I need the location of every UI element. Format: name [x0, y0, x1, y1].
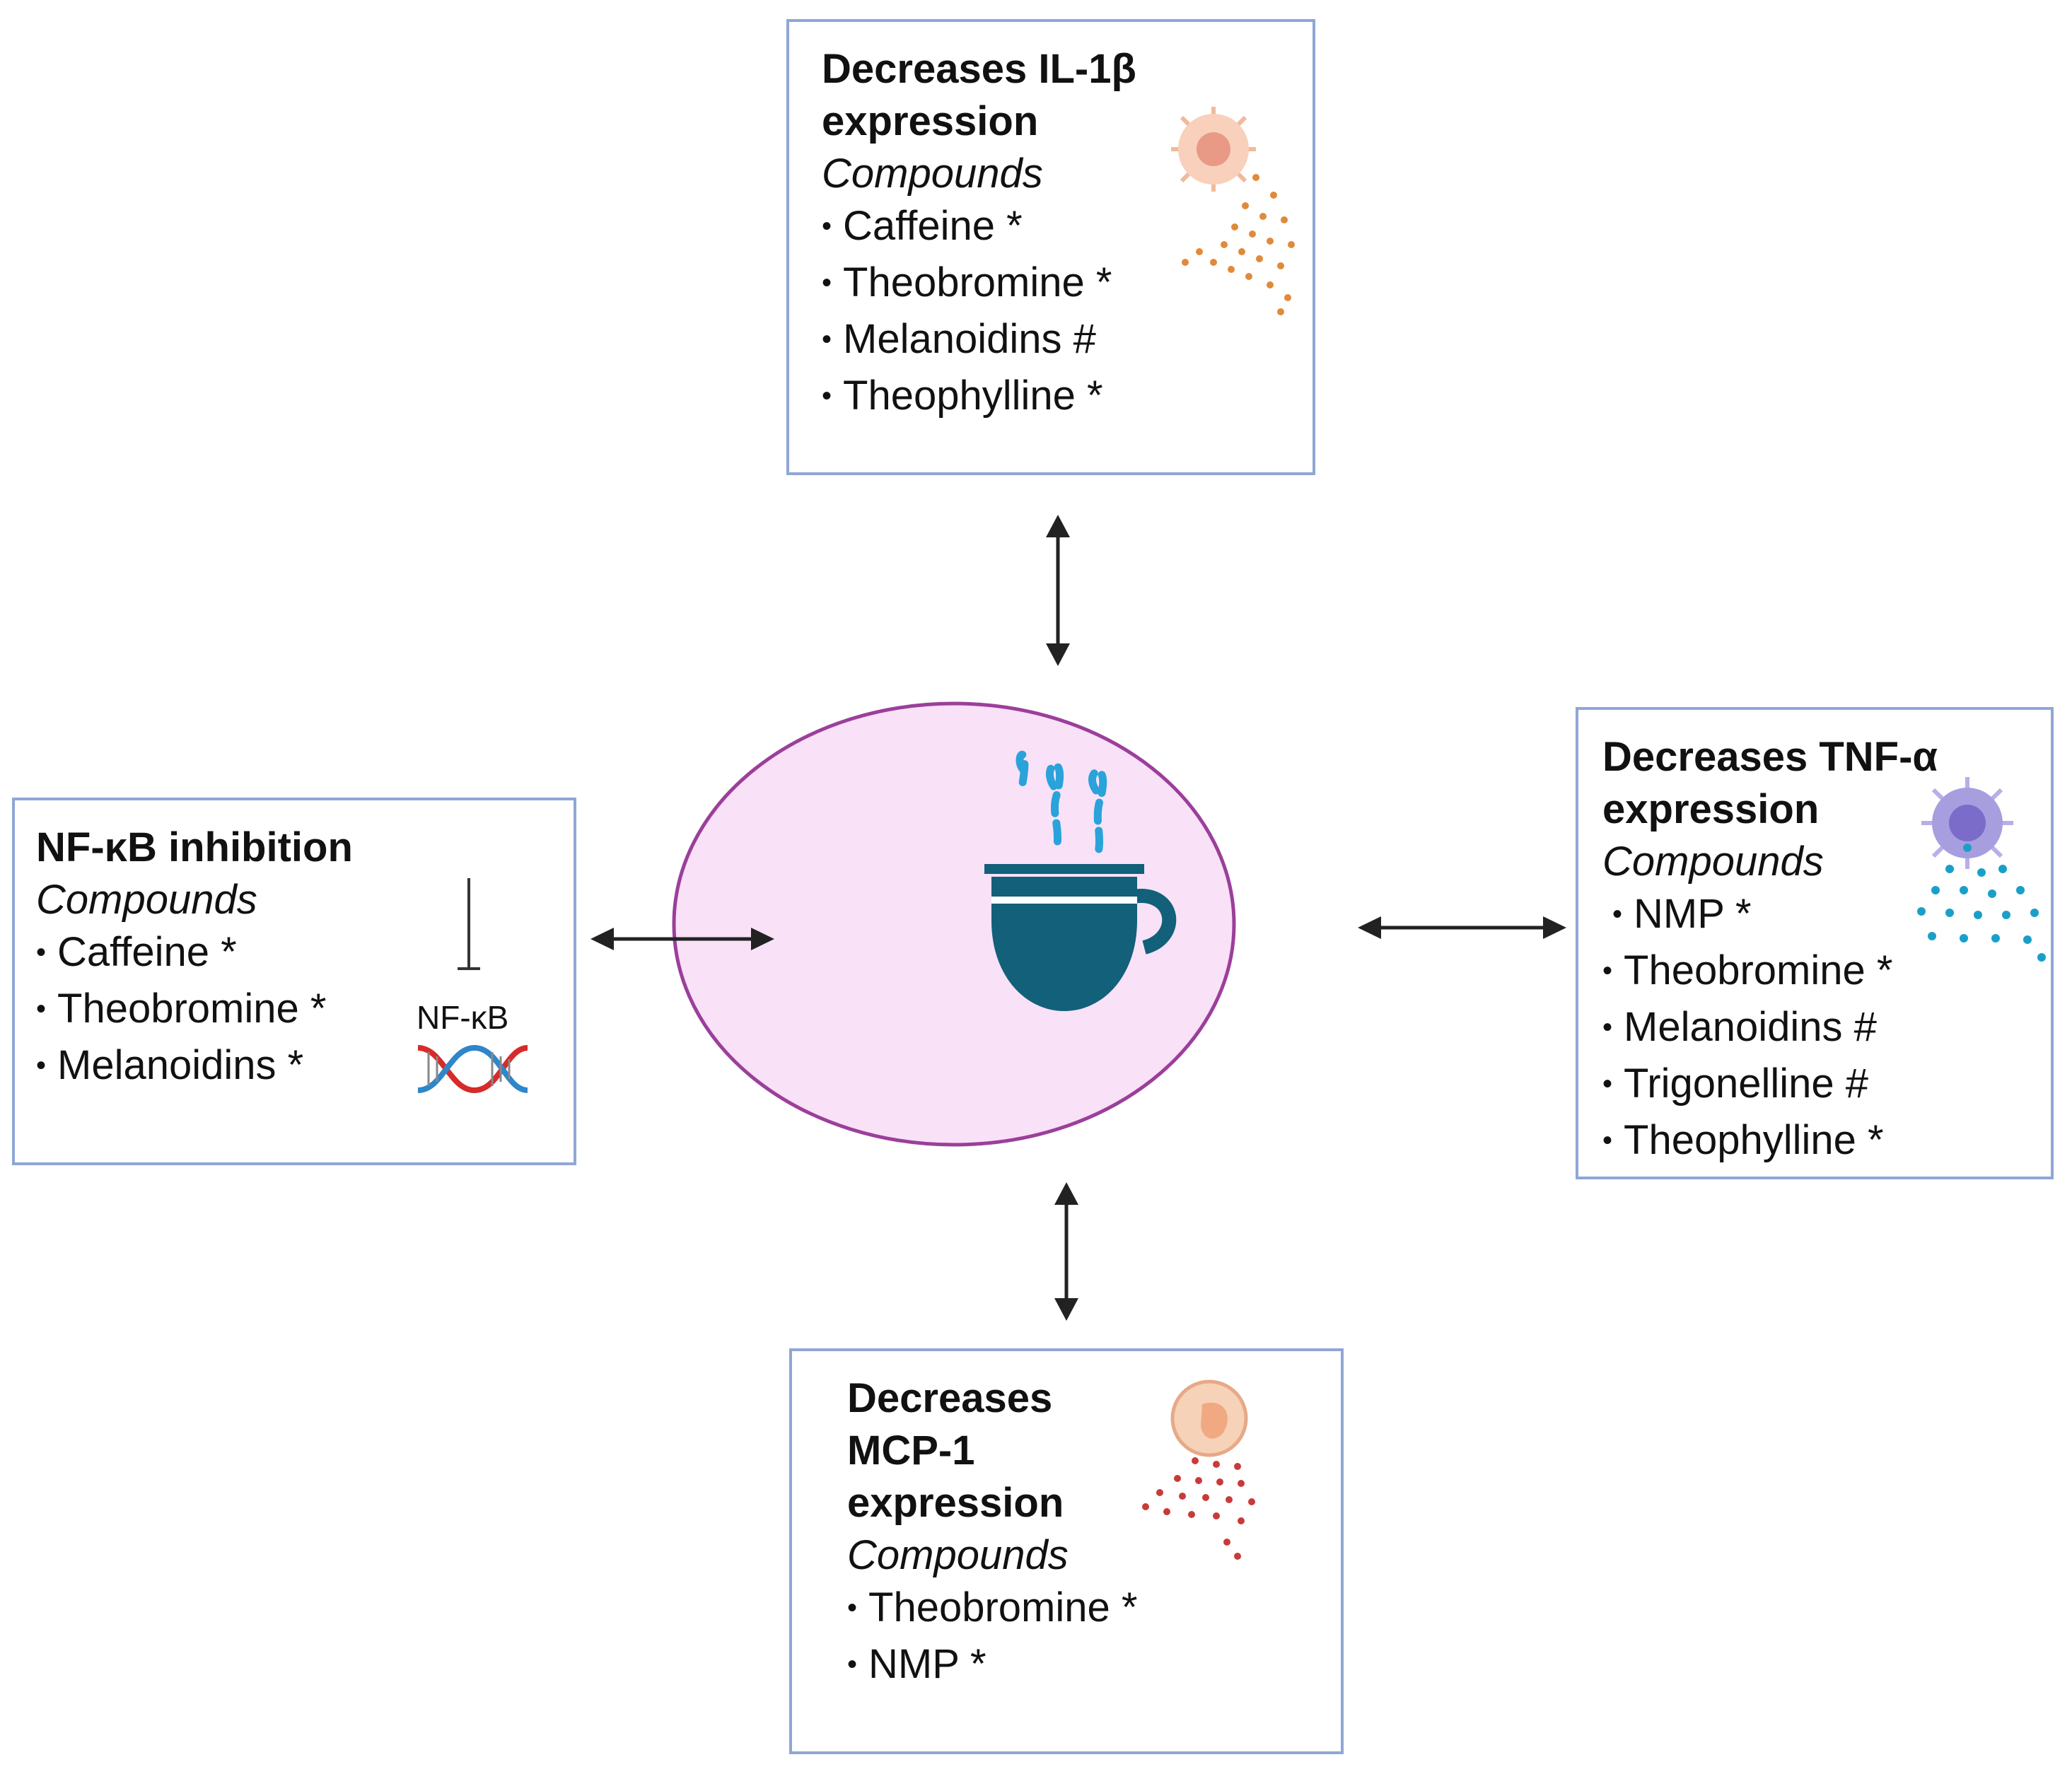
coffee-cup-icon	[984, 750, 1177, 1011]
il1b-title-line1: Decreases IL-1β	[822, 46, 1136, 92]
arrow-bottom	[1054, 1182, 1078, 1321]
nfkb-title: NF-κB inhibition	[36, 824, 353, 870]
mcp1-title-line1: Decreases	[847, 1375, 1053, 1421]
list-item: Theobromine *	[1602, 945, 1938, 1001]
arrow-right	[1358, 916, 1566, 939]
mcp1-compound-list: Theobromine * NMP *	[847, 1582, 1137, 1695]
mcp1-text: Decreases MCP-1 expression Compounds The…	[847, 1372, 1137, 1695]
list-item: Trigonelline #	[1602, 1058, 1938, 1114]
il1b-subtitle: Compounds	[822, 151, 1043, 197]
list-item: Theophylline *	[1602, 1114, 1938, 1171]
il1b-compound-list: Caffeine * Theobromine * Melanoidins # T…	[822, 200, 1136, 426]
tnfa-text: Decreases TNF-α expression Compounds NMP…	[1602, 731, 1938, 1171]
il1b-text: Decreases IL-1β expression Compounds Caf…	[822, 43, 1136, 426]
nfkb-box: NF-κB inhibition Compounds Caffeine * Th…	[12, 798, 576, 1165]
list-item: Theobromine *	[36, 983, 353, 1039]
il1b-title-line2: expression	[822, 98, 1039, 144]
arrow-top	[1046, 515, 1070, 666]
nfkb-subtitle: Compounds	[36, 877, 257, 923]
tnfa-subtitle: Compounds	[1602, 839, 1824, 885]
tnfa-compound-list: NMP * Theobromine * Melanoidins # Trigon…	[1602, 888, 1938, 1171]
arrow-left	[590, 928, 774, 950]
mcp1-subtitle: Compounds	[847, 1532, 1069, 1578]
macrophage-releasing-cell-icon	[1917, 777, 2046, 962]
tnfa-title-line1: Decreases TNF-α	[1602, 734, 1938, 780]
cytokine-releasing-cell-icon	[1171, 107, 1295, 315]
nfkb-label: NF-κB	[417, 999, 509, 1036]
tnfa-title-line2: expression	[1602, 786, 1820, 832]
mcp1-box: Decreases MCP-1 expression Compounds The…	[789, 1348, 1344, 1754]
list-item: NMP *	[1612, 888, 1938, 945]
list-item: Melanoidins #	[822, 313, 1136, 370]
il1b-box: Decreases IL-1β expression Compounds Caf…	[786, 19, 1315, 475]
list-item: Theobromine *	[847, 1582, 1137, 1638]
list-item: Theobromine *	[822, 257, 1136, 313]
mcp1-title-line3: expression	[847, 1480, 1064, 1526]
list-item: Caffeine *	[822, 200, 1136, 257]
tnfa-box: Decreases TNF-α expression Compounds NMP…	[1576, 707, 2054, 1179]
dna-inhibition-icon	[417, 1044, 528, 1094]
nfkb-compound-list: Caffeine * Theobromine * Melanoidins *	[36, 926, 353, 1096]
list-item: Caffeine *	[36, 926, 353, 983]
list-item: Theophylline *	[822, 370, 1136, 426]
mcp1-title-line2: MCP-1	[847, 1428, 975, 1474]
list-item: Melanoidins *	[36, 1039, 353, 1096]
nfkb-text: NF-κB inhibition Compounds Caffeine * Th…	[36, 822, 353, 1096]
inhibition-bar-icon	[458, 878, 480, 970]
monocyte-releasing-cell-icon	[1142, 1379, 1255, 1560]
list-item: NMP *	[847, 1638, 1137, 1695]
center-ellipse	[672, 701, 1236, 1147]
list-item: Melanoidins #	[1602, 1001, 1938, 1058]
